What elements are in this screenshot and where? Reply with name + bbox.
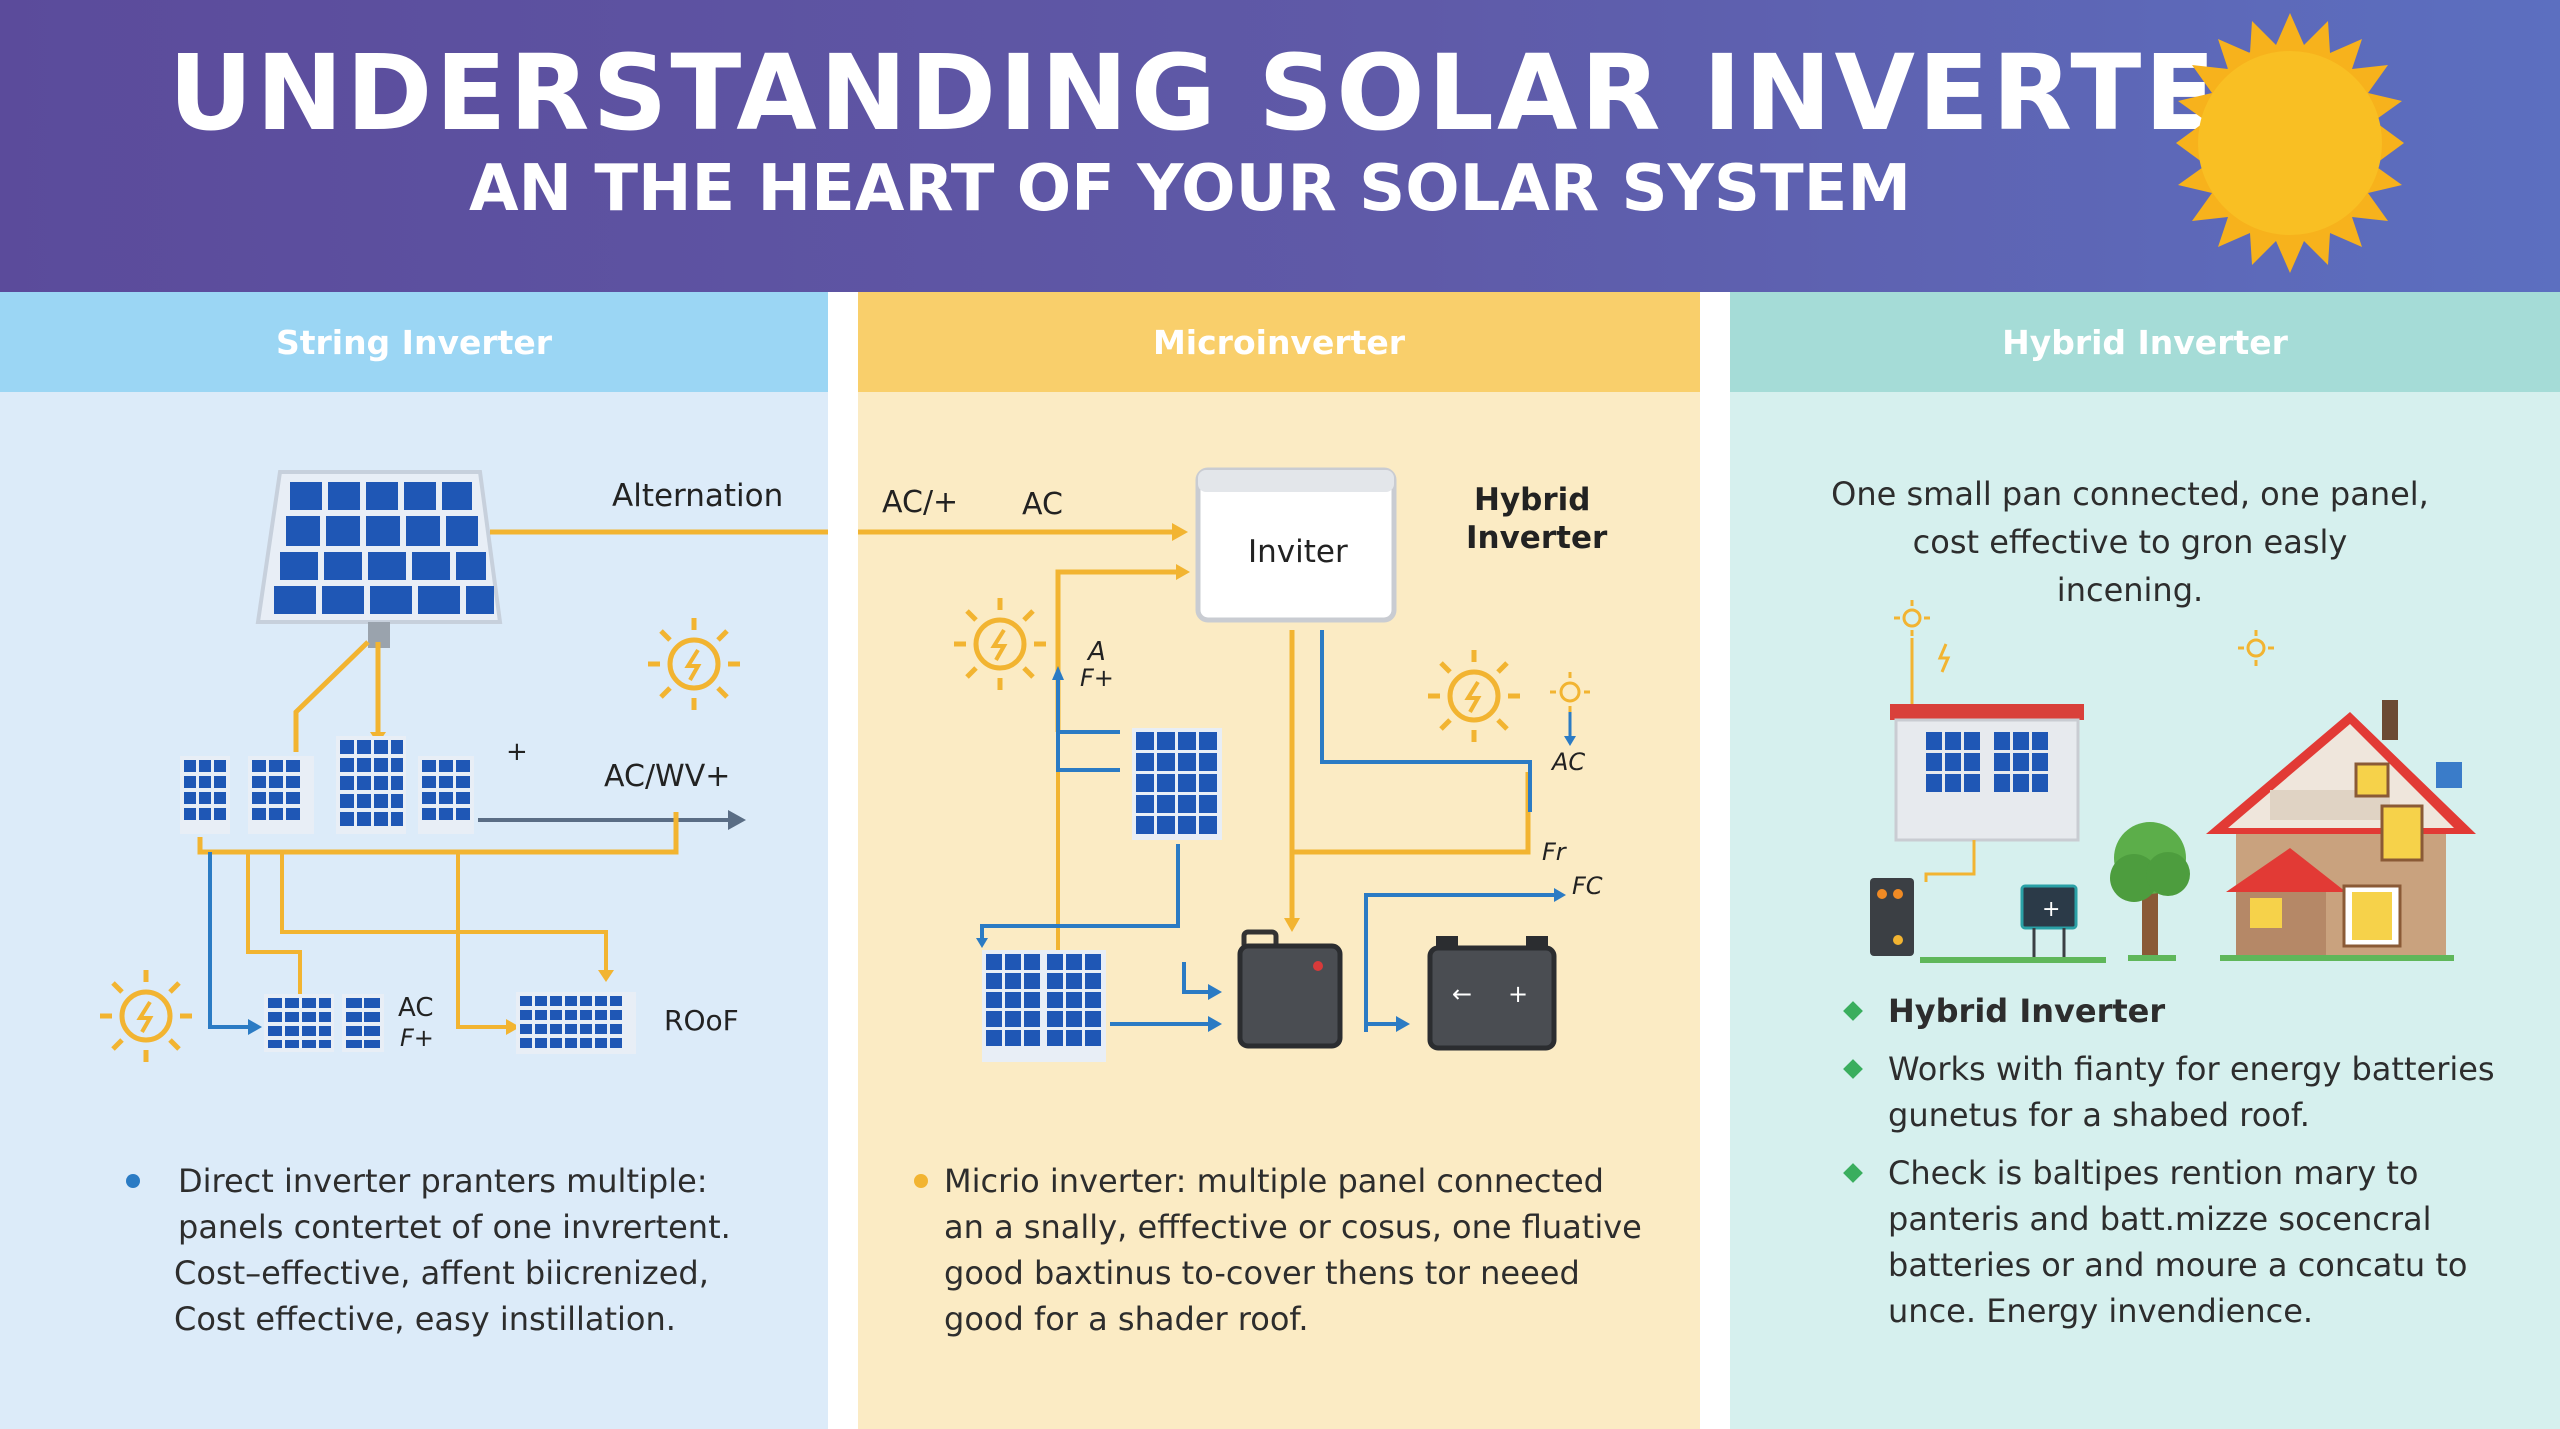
hybrid-house-illustration: + — [1870, 600, 2476, 963]
bullet-dot — [126, 1174, 140, 1188]
page-title: UNDERSTANDING SOLAR INVERTER — [168, 32, 2302, 154]
sun-icon — [100, 970, 192, 1062]
sun-icon — [2238, 630, 2274, 666]
ac-small-label: AC — [1550, 748, 1585, 776]
inverter-box: Inviter — [1195, 467, 1397, 623]
sun-icon — [2176, 13, 2404, 273]
battery-icon: ← + — [1427, 936, 1557, 1051]
intro-line: cost effective to gron easly — [1912, 523, 2348, 561]
charger-icon: + — [2020, 884, 2078, 958]
ac-label: AC — [398, 993, 433, 1023]
ac-plus-label: AC/+ — [882, 485, 958, 520]
svg-text:+: + — [1508, 980, 1528, 1008]
hybrid-inverter-label-line2: Inverter — [1466, 520, 1608, 556]
sun-icon — [1428, 650, 1520, 742]
bullet-line: Direct inverter pranters multiple: — [178, 1162, 708, 1200]
alternation-label: Alternation — [612, 478, 783, 514]
hybrid-inverter-heading: Hybrid Inverter — [1730, 292, 2560, 392]
bullet-line: Works with fianty for energy batteries — [1888, 1050, 2495, 1088]
svg-text:+: + — [2042, 897, 2060, 922]
string-inverter-column: String Inverter Alternation + AC/ — [0, 292, 828, 1429]
header-banner: UNDERSTANDING SOLAR INVERTER AN THE HEAR… — [0, 0, 2560, 292]
bullet-diamond — [1843, 1163, 1863, 1183]
hybrid-bullet: Check is baltipes rention mary to panter… — [1843, 1150, 2548, 1334]
bullet-dot — [914, 1174, 928, 1188]
bullet-line: Micrio inverter: multiple panel connecte… — [944, 1162, 1604, 1200]
svg-text:←: ← — [1452, 980, 1472, 1008]
bullet-line: good baxtinus to-cover thens tor neeed — [944, 1254, 1580, 1292]
sun-icon — [954, 598, 1046, 690]
microinverter-column: Microinverter AC/+ AC Inviter Hybrid Inv… — [858, 292, 1700, 1429]
roof-label: ROoF — [664, 1004, 739, 1037]
solar-panel-building-icon — [1890, 704, 2084, 842]
fc-label: FC — [1572, 872, 1603, 900]
bullet-line: good for a shader roof. — [944, 1300, 1309, 1338]
a-label: A — [1086, 637, 1106, 667]
intro-line: incening. — [2056, 571, 2204, 609]
hybrid-inverter-column: Hybrid Inverter — [1730, 292, 2560, 1429]
bullet-line: gunetus for a shabed roof. — [1888, 1096, 2310, 1134]
bullet-line: Hybrid Inverter — [1888, 992, 2166, 1030]
hybrid-inverter-bullets: Hybrid Inverter Works with fianty for en… — [1843, 988, 2548, 1346]
inverter-label: Inviter — [1248, 534, 1348, 570]
f-plus-label: F+ — [400, 1024, 434, 1052]
solar-panel-icon — [982, 950, 1106, 1062]
ac-wv-label: AC/WV+ — [604, 759, 730, 794]
microinverter-heading: Microinverter — [858, 292, 1700, 392]
f-plus-label: F+ — [1080, 664, 1114, 692]
string-inverter-heading: String Inverter — [0, 292, 828, 392]
bullet-diamond — [1843, 1059, 1863, 1079]
hybrid-bullet: Hybrid Inverter — [1843, 988, 2548, 1034]
bullet-line: panels contertet of one invrertent. — [178, 1208, 731, 1246]
fr-label: Fr — [1542, 838, 1568, 866]
battery-unit-icon — [1870, 878, 1914, 956]
battery-icon — [1237, 929, 1343, 1049]
microinverter-diagram: AC/+ AC Inviter Hybrid Inverter A F+ — [858, 467, 1608, 1062]
hybrid-bullet: Works with fianty for energy batteries g… — [1843, 1046, 2548, 1138]
panel-array-row — [180, 736, 474, 834]
tree-icon — [2110, 822, 2190, 961]
plus-label: + — [506, 737, 528, 767]
solar-panel-icon — [255, 470, 503, 648]
house-icon — [2206, 700, 2476, 961]
ac-label: AC — [1022, 487, 1063, 522]
solar-panel-icon — [1132, 728, 1222, 840]
bullet-line: an a snally, efffective or cosus, one fl… — [944, 1208, 1642, 1246]
string-inverter-diagram: Alternation + AC/WV+ — [100, 470, 828, 1062]
hybrid-inverter-label-line1: Hybrid — [1474, 482, 1590, 518]
bullet-line: panteris and batt.mizze socencral — [1888, 1200, 2432, 1238]
microinverter-bullets: Micrio inverter: multiple panel connecte… — [914, 1158, 1684, 1342]
bullet-line: Check is baltipes rention mary to — [1888, 1154, 2419, 1192]
bullet-line: batteries or and moure a concatu to — [1888, 1246, 2468, 1284]
bullet-line: Cost effective, easy instillation. — [174, 1300, 676, 1338]
bullet-line: Cost–effective, affent biicrenized, — [174, 1254, 709, 1292]
intro-line: One small pan connected, one panel, — [1831, 475, 2429, 513]
hybrid-intro-text: One small pan connected, one panel, cost… — [1820, 470, 2440, 614]
page-subtitle: AN THE HEART OF YOUR SOLAR SYSTEM — [468, 152, 1912, 226]
string-inverter-bullets: Direct inverter pranters multiple: panel… — [126, 1158, 808, 1342]
sun-icon — [648, 618, 740, 710]
bullet-line: unce. Energy invendience. — [1888, 1292, 2314, 1330]
sun-icon — [1550, 672, 1590, 712]
sun-icon — [1894, 600, 1930, 636]
